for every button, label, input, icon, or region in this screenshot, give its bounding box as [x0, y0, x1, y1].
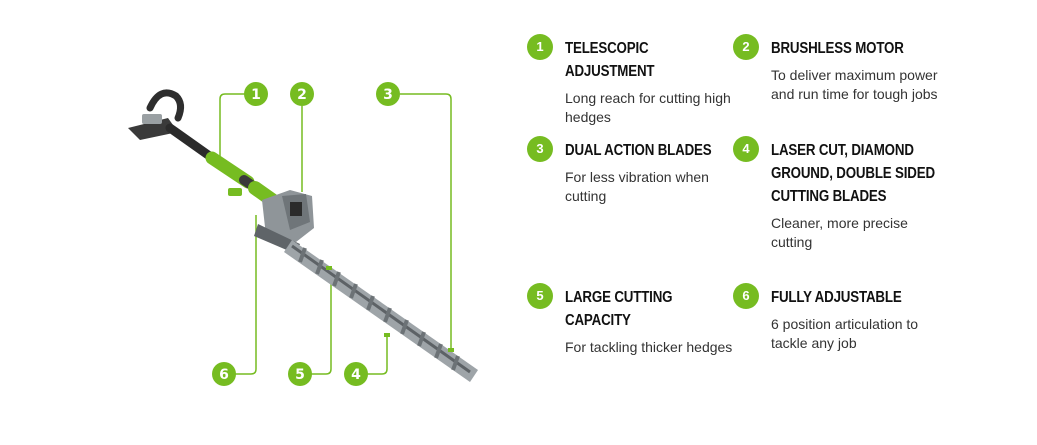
cutting-blade [284, 240, 478, 382]
callout-lines [219, 93, 452, 375]
telescopic-pole [205, 151, 279, 207]
svg-text:1: 1 [251, 87, 261, 103]
callout-marker-4: 4 [344, 362, 368, 386]
trimmer-handle [128, 89, 223, 167]
feature-laser-cut-blades: 4 LASER CUT, DIAMOND GROUND, DOUBLE SIDE… [733, 136, 935, 252]
feature-brushless-motor: 2 BRUSHLESS MOTOR To deliver maximum pow… [733, 34, 938, 104]
motor-housing [254, 190, 314, 254]
svg-text:5: 5 [295, 367, 305, 383]
callout-marker-2: 2 [290, 82, 314, 106]
feature-description: For less vibration when cutting [565, 169, 709, 204]
feature-number-badge: 6 [733, 283, 759, 309]
feature-description: Cleaner, more precise cutting [771, 215, 908, 250]
svg-text:2: 2 [297, 87, 307, 103]
feature-fully-adjustable: 6 FULLY ADJUSTABLE 6 position articulati… [733, 283, 923, 353]
feature-title: LARGE CUTTING CAPACITY [565, 289, 673, 329]
pole-hedge-trimmer-illustration: 1 2 3 4 5 6 [128, 82, 478, 386]
feature-number-badge: 1 [527, 34, 553, 60]
feature-title: DUAL ACTION BLADES [565, 142, 712, 159]
feature-telescopic-adjustment: 1 TELESCOPIC ADJUSTMENT Long reach for c… [527, 34, 731, 127]
feature-number-badge: 2 [733, 34, 759, 60]
feature-number-badge: 5 [527, 283, 553, 309]
feature-title: TELESCOPIC ADJUSTMENT [565, 40, 655, 80]
feature-large-cutting-capacity: 5 LARGE CUTTING CAPACITY For tackling th… [527, 283, 732, 357]
feature-description: Long reach for cutting high hedges [565, 90, 731, 125]
feature-number-badge: 3 [527, 136, 553, 162]
feature-title: LASER CUT, DIAMOND GROUND, DOUBLE SIDED … [771, 142, 935, 205]
callout-marker-5: 5 [288, 362, 312, 386]
svg-text:4: 4 [351, 367, 361, 383]
feature-description: To deliver maximum power and run time fo… [771, 67, 938, 102]
feature-description: 6 position articulation to tackle any jo… [771, 316, 919, 351]
callout-marker-6: 6 [212, 362, 236, 386]
feature-description: For tackling thicker hedges [565, 339, 733, 355]
callout-marker-1: 1 [244, 82, 268, 106]
feature-title: BRUSHLESS MOTOR [771, 40, 904, 57]
svg-text:6: 6 [219, 367, 229, 383]
feature-dual-action-blades: 3 DUAL ACTION BLADES For less vibration … [527, 136, 717, 206]
svg-text:3: 3 [383, 87, 393, 103]
callout-marker-3: 3 [376, 82, 400, 106]
feature-title: FULLY ADJUSTABLE [771, 289, 902, 306]
feature-number-badge: 4 [733, 136, 759, 162]
